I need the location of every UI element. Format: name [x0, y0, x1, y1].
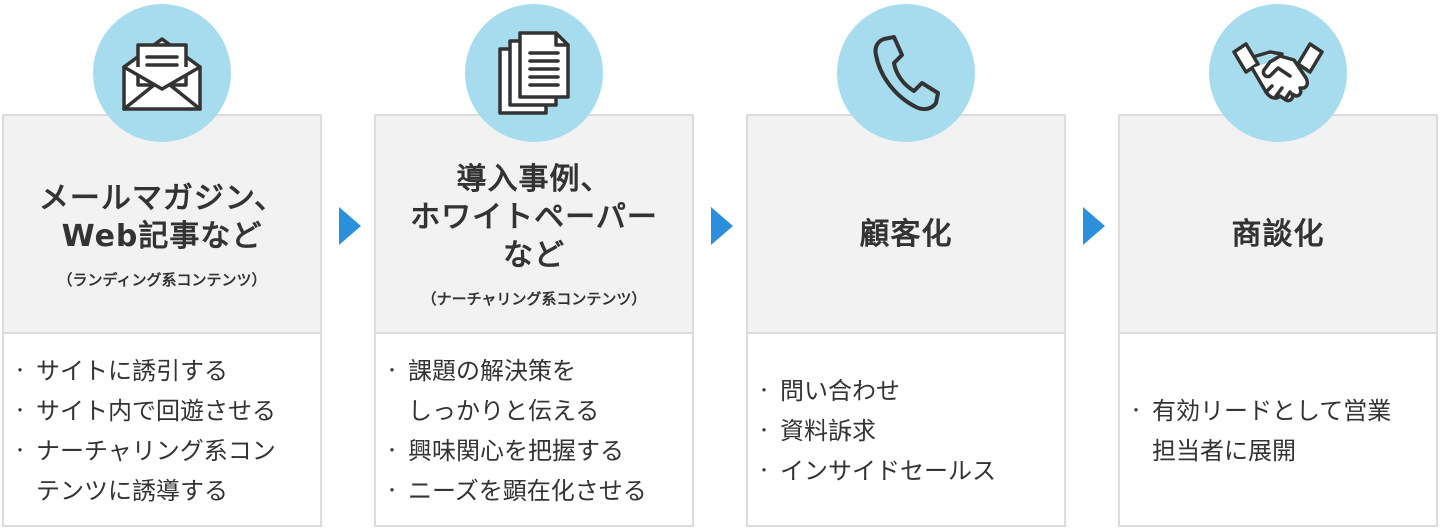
list-item: ニーズを顕在化させる	[384, 471, 692, 511]
step-item-list: 有効リードとして営業 担当者に展開	[1120, 391, 1436, 471]
step-nurturing-content: 導入事例、 ホワイトペーパー など （ナーチャリング系コンテンツ） 課題の解決策…	[374, 0, 694, 528]
step-item-list: 課題の解決策を しっかりと伝える 興味関心を把握する ニーズを顕在化させる	[376, 351, 692, 511]
step-box: メールマガジン、 Web記事など （ランディング系コンテンツ） サイトに誘引する…	[2, 114, 322, 527]
list-item: 資料訴求	[756, 411, 1064, 451]
arrow-right-icon	[711, 207, 733, 245]
step-title: 顧客化	[859, 217, 953, 252]
step-box: 顧客化 問い合わせ 資料訴求 インサイドセールス	[746, 114, 1066, 527]
list-item: ナーチャリング系コン テンツに誘導する	[12, 431, 320, 511]
step-title: 商談化	[1231, 217, 1325, 252]
step-header: 顧客化	[748, 116, 1064, 334]
handshake-icon	[1209, 4, 1347, 142]
step-body: 課題の解決策を しっかりと伝える 興味関心を把握する ニーズを顕在化させる	[376, 336, 692, 525]
step-landing-content: メールマガジン、 Web記事など （ランディング系コンテンツ） サイトに誘引する…	[2, 0, 322, 528]
list-item: 有効リードとして営業 担当者に展開	[1128, 391, 1436, 471]
list-item: サイト内で回遊させる	[12, 391, 320, 431]
step-subtitle: （ナーチャリング系コンテンツ）	[421, 290, 647, 308]
step-body: 問い合わせ 資料訴求 インサイドセールス	[748, 336, 1064, 525]
list-item: 興味関心を把握する	[384, 431, 692, 471]
step-body: サイトに誘引する サイト内で回遊させる ナーチャリング系コン テンツに誘導する	[4, 336, 320, 525]
step-header: メールマガジン、 Web記事など （ランディング系コンテンツ）	[4, 116, 320, 334]
phone-icon	[837, 4, 975, 142]
envelope-icon	[93, 4, 231, 142]
step-header: 商談化	[1120, 116, 1436, 334]
arrow-right-icon	[339, 207, 361, 245]
step-customer: 顧客化 問い合わせ 資料訴求 インサイドセールス	[746, 0, 1066, 528]
step-negotiation: 商談化 有効リードとして営業 担当者に展開	[1118, 0, 1438, 528]
step-title: メールマガジン、 Web記事など	[38, 181, 286, 254]
list-item: 問い合わせ	[756, 371, 1064, 411]
step-box: 導入事例、 ホワイトペーパー など （ナーチャリング系コンテンツ） 課題の解決策…	[374, 114, 694, 527]
list-item: サイトに誘引する	[12, 351, 320, 391]
step-box: 商談化 有効リードとして営業 担当者に展開	[1118, 114, 1438, 527]
step-body: 有効リードとして営業 担当者に展開	[1120, 336, 1436, 525]
step-subtitle: （ランディング系コンテンツ）	[57, 271, 267, 289]
list-item: 課題の解決策を しっかりと伝える	[384, 351, 692, 431]
step-item-list: 問い合わせ 資料訴求 インサイドセールス	[748, 371, 1064, 491]
step-header: 導入事例、 ホワイトペーパー など （ナーチャリング系コンテンツ）	[376, 116, 692, 334]
step-title: 導入事例、 ホワイトペーパー など	[410, 162, 658, 273]
list-item: インサイドセールス	[756, 451, 1064, 491]
step-item-list: サイトに誘引する サイト内で回遊させる ナーチャリング系コン テンツに誘導する	[4, 351, 320, 511]
arrow-right-icon	[1083, 207, 1105, 245]
documents-icon	[465, 4, 603, 142]
